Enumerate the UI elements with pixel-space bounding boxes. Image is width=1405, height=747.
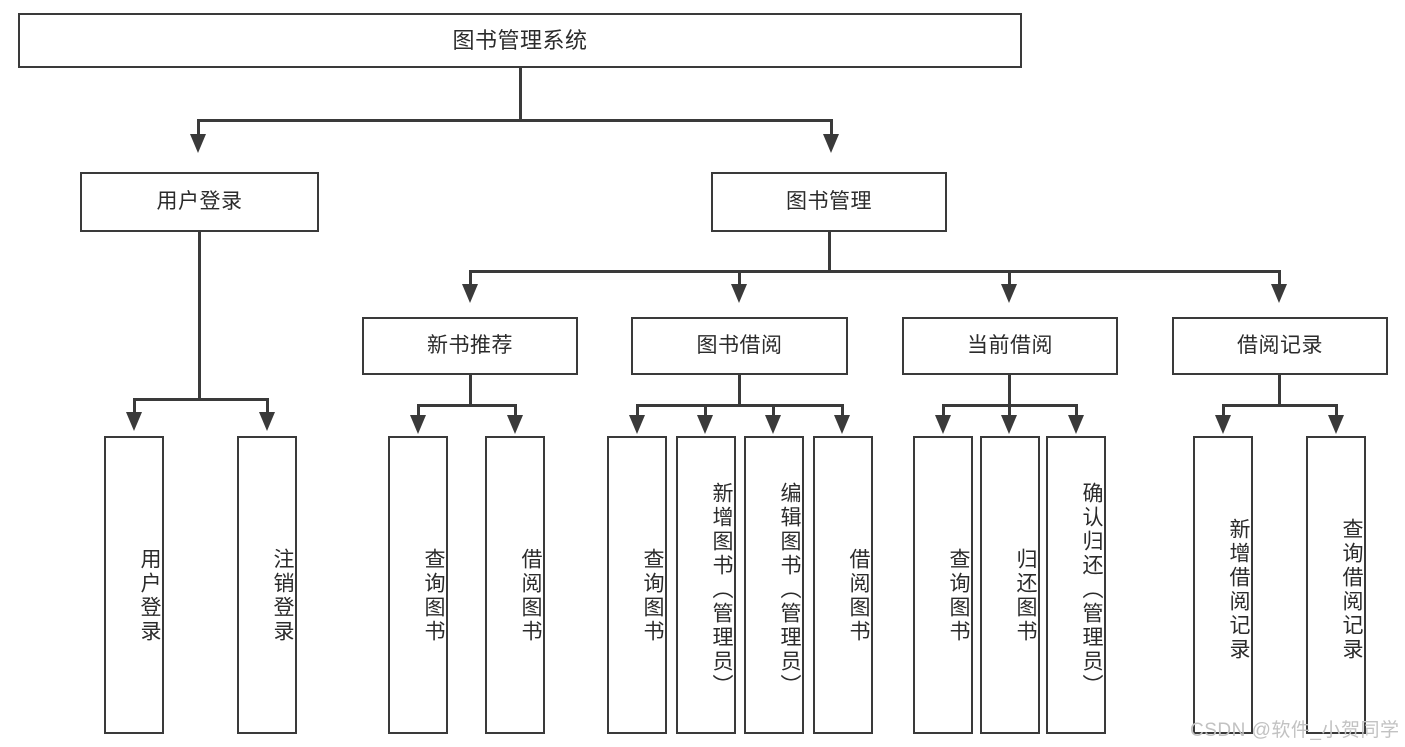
connector-current-borrow-drop-2 xyxy=(1008,404,1011,417)
connector-current-borrow-drop-3 xyxy=(1075,404,1078,417)
connector-user-login-drop-2 xyxy=(266,398,269,414)
connector-borrow-record-drop-1 xyxy=(1222,404,1225,417)
arrow-to-book-manage xyxy=(823,134,839,153)
arrow-to-leaf-bb-query xyxy=(629,415,645,434)
node-borrow-record[interactable]: 借阅记录 xyxy=(1172,317,1388,375)
node-book-borrow[interactable]: 图书借阅 xyxy=(631,317,848,375)
leaf-logout[interactable]: 注销登录 xyxy=(237,436,297,734)
leaf-cb-confirm-return-admin[interactable]: 确认归还（管理员） xyxy=(1046,436,1106,734)
leaf-bb-edit-book-admin[interactable]: 编辑图书（管理员） xyxy=(744,436,804,734)
connector-new-book-stem xyxy=(469,375,472,406)
connector-level3-bus xyxy=(469,270,1281,273)
arrow-to-user-login xyxy=(190,134,206,153)
connector-new-book-drop-2 xyxy=(514,404,517,417)
connector-user-login-stem xyxy=(198,232,201,400)
connector-book-manage-stem xyxy=(828,232,831,272)
connector-level2-bus xyxy=(197,119,833,122)
arrow-to-current-borrow xyxy=(1001,284,1017,303)
arrow-to-leaf-bb-edit xyxy=(765,415,781,434)
arrow-to-leaf-bb-borrow xyxy=(834,415,850,434)
connector-book-borrow-drop-1 xyxy=(636,404,639,417)
connector-level3-drop-3 xyxy=(1008,270,1011,286)
connector-borrow-record-bus xyxy=(1222,404,1337,407)
arrow-to-borrow-record xyxy=(1271,284,1287,303)
connector-book-borrow-drop-3 xyxy=(772,404,775,417)
node-user-login[interactable]: 用户登录 xyxy=(80,172,319,232)
connector-current-borrow-stem xyxy=(1008,375,1011,406)
arrow-to-leaf-cb-query xyxy=(935,415,951,434)
node-new-book-recommend[interactable]: 新书推荐 xyxy=(362,317,578,375)
connector-borrow-record-stem xyxy=(1278,375,1281,406)
connector-book-borrow-drop-4 xyxy=(841,404,844,417)
leaf-bb-add-book-admin[interactable]: 新增图书（管理员） xyxy=(676,436,736,734)
arrow-to-leaf-nb-borrow xyxy=(507,415,523,434)
connector-new-book-bus xyxy=(417,404,516,407)
node-book-manage[interactable]: 图书管理 xyxy=(711,172,947,232)
node-root-system[interactable]: 图书管理系统 xyxy=(18,13,1022,68)
connector-new-book-drop-1 xyxy=(417,404,420,417)
leaf-user-login[interactable]: 用户登录 xyxy=(104,436,164,734)
leaf-br-query-record[interactable]: 查询借阅记录 xyxy=(1306,436,1366,734)
connector-book-borrow-stem xyxy=(738,375,741,406)
leaf-cb-query-book[interactable]: 查询图书 xyxy=(913,436,973,734)
arrow-to-leaf-br-add xyxy=(1215,415,1231,434)
connector-level2-drop-left xyxy=(197,119,200,136)
arrow-to-leaf-user-login xyxy=(126,412,142,431)
arrow-to-leaf-logout xyxy=(259,412,275,431)
connector-current-borrow-drop-1 xyxy=(942,404,945,417)
connector-user-login-bus xyxy=(133,398,268,401)
connector-level3-drop-2 xyxy=(738,270,741,286)
connector-book-borrow-drop-2 xyxy=(704,404,707,417)
connector-book-borrow-bus xyxy=(636,404,843,407)
arrow-to-book-borrow xyxy=(731,284,747,303)
connector-user-login-drop-1 xyxy=(133,398,136,414)
connector-root-stem xyxy=(519,68,522,121)
arrow-to-leaf-cb-confirm xyxy=(1068,415,1084,434)
leaf-br-add-record[interactable]: 新增借阅记录 xyxy=(1193,436,1253,734)
arrow-to-leaf-cb-return xyxy=(1001,415,1017,434)
connector-level2-drop-right xyxy=(830,119,833,136)
leaf-nb-borrow-book[interactable]: 借阅图书 xyxy=(485,436,545,734)
arrow-to-leaf-br-query xyxy=(1328,415,1344,434)
node-current-borrow[interactable]: 当前借阅 xyxy=(902,317,1118,375)
leaf-bb-query-book[interactable]: 查询图书 xyxy=(607,436,667,734)
connector-level3-drop-1 xyxy=(469,270,472,286)
leaf-nb-query-book[interactable]: 查询图书 xyxy=(388,436,448,734)
arrow-to-leaf-nb-query xyxy=(410,415,426,434)
leaf-cb-return-book[interactable]: 归还图书 xyxy=(980,436,1040,734)
arrow-to-leaf-bb-add xyxy=(697,415,713,434)
leaf-bb-borrow-book[interactable]: 借阅图书 xyxy=(813,436,873,734)
connector-level3-drop-4 xyxy=(1278,270,1281,286)
connector-borrow-record-drop-2 xyxy=(1335,404,1338,417)
arrow-to-new-book xyxy=(462,284,478,303)
